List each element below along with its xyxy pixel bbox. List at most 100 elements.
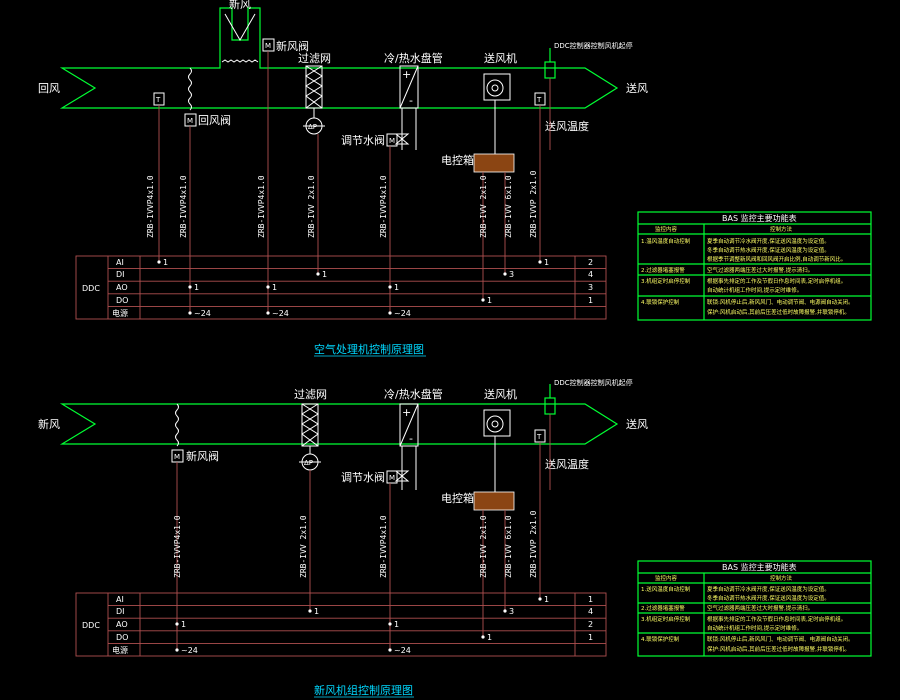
- cable-label: ZRB-IVV 6x1.0: [504, 175, 513, 238]
- coil-box: [399, 65, 419, 109]
- coil-plus: +: [402, 68, 411, 81]
- supply-air-label-2: 送风: [626, 417, 648, 431]
- ddc-row-do: DO: [116, 296, 128, 305]
- diagram1-caption: 空气处理机控制原理图: [314, 342, 424, 356]
- cable-label: ZRB-IVV 2x1.0: [299, 515, 308, 578]
- coil-label-2: 冷/热水盘管: [384, 387, 443, 401]
- bas-cell: 夏季自动调节冷水阀开度,保证送风温度为设定值。: [707, 585, 830, 593]
- ddc-point: 3: [509, 270, 514, 279]
- cable-label: ZRB-IVVP 2x1.0: [529, 510, 538, 578]
- bas-cell: 4.联锁保护控制: [641, 635, 680, 643]
- coil-label: 冷/热水盘管: [384, 51, 443, 65]
- cable-label: ZRB-IVV 2x1.0: [307, 175, 316, 238]
- ddc-count: 1: [588, 633, 593, 642]
- bas-cell: 1.送风温度自动控制: [641, 585, 691, 593]
- coil-minus-2: -: [409, 432, 413, 445]
- fresh-damper-actuator-2: [171, 449, 184, 463]
- supply-sensor-2: [544, 397, 556, 415]
- water-valve-m-2: M: [389, 474, 395, 482]
- filter-label: 过滤网: [298, 52, 331, 65]
- cable-label: ZRB-IVVP4x1.0: [173, 515, 182, 578]
- water-valve-label-2: 调节水阀: [341, 470, 385, 484]
- fan-icon: [486, 79, 504, 97]
- bas-table-head: 监控内容: [655, 574, 678, 582]
- fresh-damper-blades-2: [175, 403, 179, 447]
- water-valve-2: [394, 470, 410, 482]
- ddc-point: ~24: [394, 646, 411, 655]
- ddc-count: 4: [588, 607, 593, 616]
- supply-air-label: 送风: [626, 81, 648, 95]
- filter-label-2: 过滤网: [294, 388, 327, 401]
- fresh-damper-m: M: [265, 42, 271, 50]
- bas-cell: 4.联锁保护控制: [641, 298, 680, 306]
- cable-label: ZRB-IVVP4x1.0: [379, 515, 388, 578]
- bas-cell: 1.温风温度自动控制: [641, 237, 691, 245]
- cable-label: ZRB-IVVP4x1.0: [179, 175, 188, 238]
- cable-label: ZRB-IVVP 2x1.0: [529, 170, 538, 238]
- bas-cell: 根据季节调整新风阀和回风阀开启比例,自动调节新风比。: [707, 255, 846, 263]
- ddc-point: ~24: [181, 646, 198, 655]
- coil-box-2: [399, 403, 419, 447]
- ddc-point: 1: [544, 595, 549, 604]
- signal-wires: [158, 51, 551, 314]
- ddc-point: 1: [314, 607, 319, 616]
- ddc-row-power: 电源: [112, 308, 128, 318]
- bas-cell: 3.机组定时启停控制: [641, 277, 691, 285]
- return-damper-m: M: [187, 117, 193, 125]
- ddc-count: 2: [588, 258, 593, 267]
- bas-cell: 根据事先排定的工作及节假日作息时间表,定时启停机组。: [707, 277, 846, 285]
- bas-cell: 空气过滤器两端压差过大时报警,提示清扫。: [707, 604, 813, 612]
- humid-note-2: DDC控制器控制风机起停: [554, 378, 633, 387]
- cable-label: ZRB-IVV 2x1.0: [479, 515, 488, 578]
- cable-label: ZRB-IVVP4x1.0: [379, 175, 388, 238]
- ddc-point: 1: [394, 283, 399, 292]
- fresh-damper-actuator: [262, 38, 275, 52]
- fresh-damper-label-2: 新风阀: [186, 449, 219, 463]
- coil-minus: -: [409, 94, 413, 107]
- bas-function-table-1: BAS 监控主要功能表 监控内容 控制方法 1.温风温度自动控制 夏季自动调节冷…: [637, 211, 872, 321]
- ddc-point: 1: [181, 620, 186, 629]
- bas-table-title: BAS 监控主要功能表: [722, 213, 797, 223]
- ddc-point: ~24: [194, 309, 211, 318]
- ddc-row-power: 电源: [112, 645, 128, 655]
- filter-dp-text: ΔP: [308, 123, 317, 131]
- fresh-air-arrow: [224, 13, 256, 42]
- ddc-count: 3: [588, 283, 593, 292]
- bas-table-title-2: BAS 监控主要功能表: [722, 562, 797, 572]
- ddc-count: 1: [588, 595, 593, 604]
- ddc-count: 2: [588, 620, 593, 629]
- ddc-point: 1: [394, 620, 399, 629]
- ddc-row-di: DI: [116, 270, 125, 279]
- cable-label: ZRB-IVV 2x1.0: [479, 175, 488, 238]
- signal-wires-2: [176, 414, 551, 650]
- return-damper-actuator: [184, 113, 197, 127]
- bas-cell: 联锁:风机停止后,新风风门、电动调节阀、电源阀自动关闭。: [707, 298, 854, 306]
- bas-cell: 冬季自动调节热水阀开度,保证送风温度为设定值。: [707, 594, 830, 602]
- cabinet-label: 电控箱: [441, 153, 474, 167]
- supply-temp-t-2: T: [536, 433, 542, 441]
- fan-housing-2: [483, 409, 511, 437]
- bas-cell: 冬季自动调节热水阀开度,保证送风温度为设定值。: [707, 246, 830, 254]
- diagram2-caption: 新风机组控制原理图: [314, 683, 413, 697]
- duct-outline: [59, 7, 619, 109]
- ddc-row-ao: AO: [116, 620, 128, 629]
- ddc-io-table: DDC AI DI AO DO 电源 2 4 3 1 1 1 1 3 1 1 1…: [75, 255, 607, 320]
- filter-dp-text-2: ΔP: [304, 459, 313, 467]
- fan-label-2: 送风机: [484, 387, 517, 401]
- ahu-diagram: 新风 回风 送风 M 新风阀 M 回风阀 T 过滤网 ΔP 冷/热水盘管 + -: [38, 0, 648, 357]
- cable-label: ZRB-IVVP4x1.0: [146, 175, 155, 238]
- fan-label: 送风机: [484, 51, 517, 65]
- ddc-row-ao: AO: [116, 283, 128, 292]
- bas-table-head: 监控内容: [655, 225, 678, 233]
- ddc-row-di: DI: [116, 607, 125, 616]
- bas-cell: 自动统计机组工作时间,提示定时维修。: [707, 624, 802, 632]
- supply-sensor: [544, 61, 556, 79]
- cable-label: ZRB-IVVP4x1.0: [257, 175, 266, 238]
- bas-cell: 根据事先排定的工作及节假日作息时间表,定时启停机组。: [707, 615, 846, 623]
- return-air-label: 回风: [38, 82, 60, 95]
- water-valve-label: 调节水阀: [341, 133, 385, 147]
- bas-cell: 空气过滤器两端压差过大时报警,提示清扫。: [707, 266, 813, 274]
- bas-function-table-2: BAS 监控主要功能表 监控内容 控制方法 1.送风温度自动控制 夏季自动调节冷…: [637, 560, 872, 657]
